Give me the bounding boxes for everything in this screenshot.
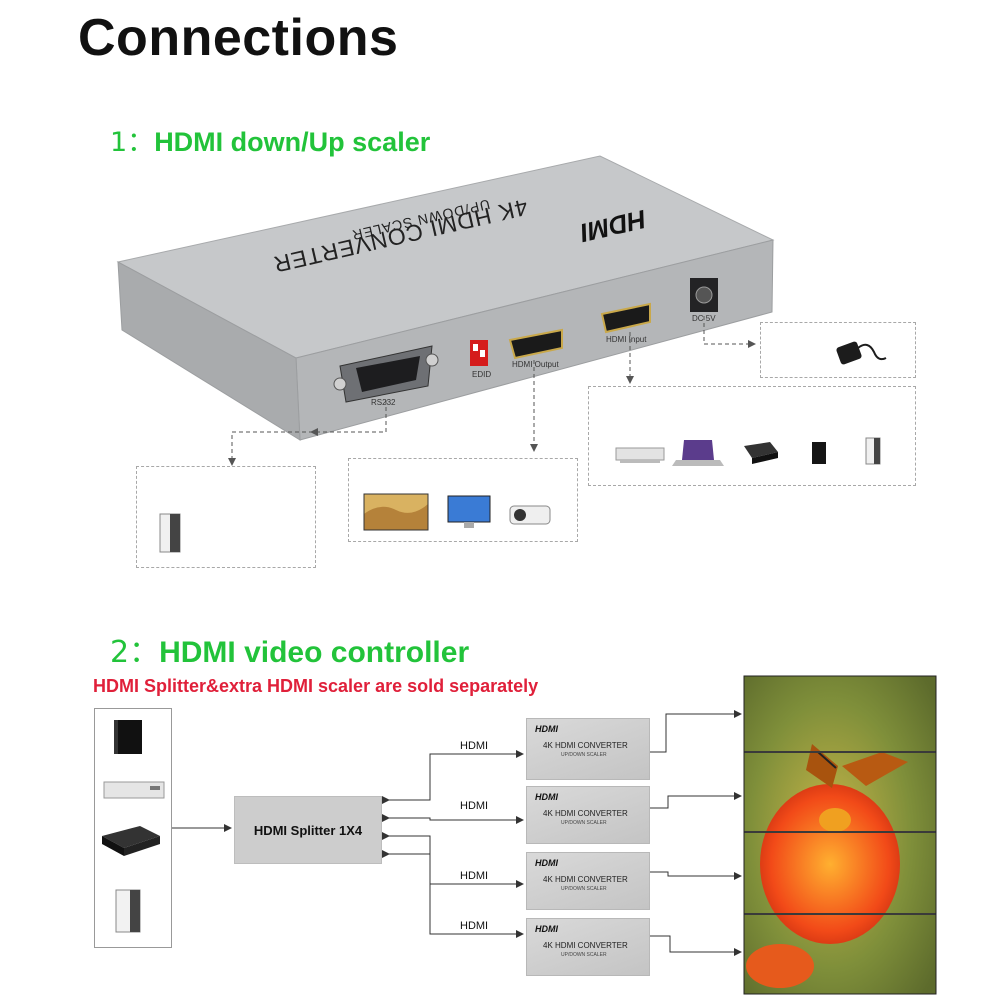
- splitter-out-1: [386, 753, 520, 801]
- converter-out-1: [648, 713, 738, 753]
- converter-logo: HDMI: [535, 924, 558, 934]
- hdmi-link-label-2: HDMI: [460, 800, 489, 812]
- section2-heading: 2：HDMI video controller: [110, 627, 469, 671]
- hdmi-link-label-4: HDMI: [460, 920, 489, 932]
- converter-logo: HDMI: [535, 792, 558, 802]
- converter-line2: UP/DOWN SCALER: [561, 820, 607, 826]
- projector-icon: [509, 505, 551, 525]
- converter-line1: 4K HDMI CONVERTER: [543, 941, 628, 950]
- converter-line2: UP/DOWN SCALER: [561, 952, 607, 958]
- hdmi-link-label-3: HDMI: [460, 870, 489, 882]
- hdmi-splitter-box: HDMI Splitter 1X4: [234, 796, 382, 864]
- dc-jack-icon: [690, 278, 718, 312]
- converter-line2: UP/DOWN SCALER: [561, 752, 607, 758]
- splitter-label: HDMI Splitter 1X4: [253, 823, 363, 838]
- device-side-panel: [117, 261, 301, 441]
- laptop-icon: [672, 440, 724, 466]
- dvd-player-icon: [615, 447, 665, 463]
- converter-box-2: HDMI 4K HDMI CONVERTER UP/DOWN SCALER: [526, 786, 650, 844]
- output-displays-box: [348, 458, 578, 542]
- source-devices-box: [94, 708, 172, 948]
- input-sources-box: [588, 386, 916, 486]
- butterfly-wing-left: [806, 744, 838, 788]
- hdmi-output-label: HDMI Output: [512, 360, 559, 369]
- edid-label: EDID: [472, 370, 492, 379]
- section1-heading: 1：HDMI down/Up scaler: [110, 120, 430, 159]
- hdmi-input-port-icon: [600, 302, 651, 334]
- dc-label: DC 5V: [692, 314, 716, 323]
- pc-tower-icon-1: [865, 437, 881, 465]
- hdmi-output-port-icon: [508, 328, 563, 360]
- converter-logo: HDMI: [535, 858, 558, 868]
- converter-logo: HDMI: [535, 724, 558, 734]
- video-wall: [743, 675, 937, 995]
- ps3-icon: [812, 442, 826, 464]
- section1-number: 1：: [110, 127, 155, 158]
- converter-box-1: HDMI 4K HDMI CONVERTER UP/DOWN SCALER: [526, 718, 650, 780]
- section1-title: HDMI down/Up scaler: [154, 127, 431, 157]
- converter-line2: UP/DOWN SCALER: [561, 886, 607, 892]
- page-title: Connections: [78, 9, 399, 67]
- hdmi-input-label: HDMI Input: [606, 335, 647, 344]
- rs232-link: [231, 400, 387, 462]
- rs232-control-box: [136, 466, 316, 568]
- section2-title: HDMI video controller: [159, 636, 470, 669]
- source-ps3-icon: [114, 720, 142, 754]
- butterfly-wing-right: [842, 752, 908, 786]
- converter-line1: 4K HDMI CONVERTER: [543, 741, 628, 750]
- flower-image: [760, 784, 900, 944]
- sold-separately-note: HDMI Splitter&extra HDMI scaler are sold…: [93, 676, 539, 696]
- source-pc-icon: [115, 889, 141, 933]
- power-link: [703, 316, 750, 345]
- converter-line1: 4K HDMI CONVERTER: [543, 809, 628, 818]
- converter-box-4: HDMI 4K HDMI CONVERTER UP/DOWN SCALER: [526, 918, 650, 976]
- hdmi-link-label-1: HDMI: [460, 740, 489, 752]
- tv-screen-icon: [363, 493, 429, 531]
- converter-line1: 4K HDMI CONVERTER: [543, 875, 628, 884]
- monitor-icon: [447, 495, 491, 528]
- pc-tower-icon-2: [159, 513, 181, 553]
- section2-number: 2：: [110, 635, 160, 670]
- rs232-label: RS232: [371, 398, 396, 407]
- edid-switch-icon: [470, 340, 488, 366]
- source-dvd-icon: [103, 781, 165, 799]
- set-top-box-icon: [744, 442, 778, 464]
- converter-box-3: HDMI 4K HDMI CONVERTER UP/DOWN SCALER: [526, 852, 650, 910]
- power-adapter-icon: [836, 341, 887, 365]
- source-box-icon: [102, 826, 160, 856]
- rs232-port-icon: [333, 345, 439, 403]
- power-adapter-box: [760, 322, 916, 378]
